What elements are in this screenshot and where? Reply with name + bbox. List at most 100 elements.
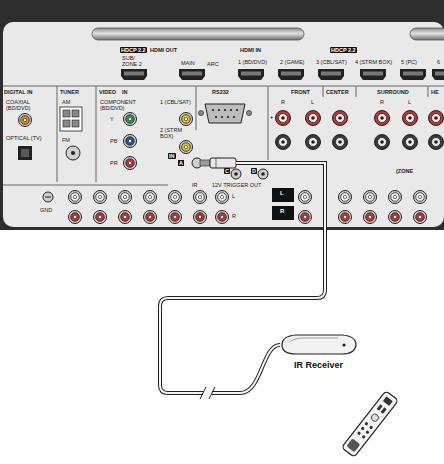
panel-tag: C xyxy=(224,168,230,174)
ir-receiver-shape xyxy=(280,330,358,358)
remote-control xyxy=(377,404,383,411)
panel-label: L xyxy=(232,193,235,199)
panel-label: ARC xyxy=(207,61,219,67)
pre-out-jacks xyxy=(364,191,377,204)
remote-control xyxy=(346,438,360,452)
audio-in-jacks xyxy=(169,191,182,204)
tuner-terminals xyxy=(71,151,75,155)
ir-plug xyxy=(200,158,236,168)
speaker-terminals xyxy=(403,135,418,150)
ir-receiver-shape xyxy=(290,338,338,342)
tuner-terminals xyxy=(63,110,70,117)
tuner-terminals xyxy=(72,120,79,127)
panel-label: L xyxy=(408,99,411,105)
panel-body xyxy=(410,28,444,40)
pre-out-jacks xyxy=(299,191,312,204)
pre-out-jacks xyxy=(339,211,352,224)
speaker-terminals xyxy=(306,135,321,150)
audio-in-jacks xyxy=(119,191,132,204)
audio-in-jacks xyxy=(94,211,107,224)
video-jacks xyxy=(124,157,137,170)
panel-label: CENTER xyxy=(326,89,349,95)
device-label: IR Receiver xyxy=(294,360,343,370)
tuner-terminals xyxy=(66,146,80,160)
remote-control xyxy=(361,435,365,439)
tuner-terminals xyxy=(60,107,82,131)
cable-break-mark xyxy=(203,387,212,399)
hdmi-ports xyxy=(432,69,444,80)
panel-label: AM xyxy=(62,99,70,105)
panel-tag: HDCP 2.2 xyxy=(120,47,147,53)
pre-out-jacks xyxy=(414,191,427,204)
remote-control xyxy=(360,426,364,430)
panel-label: OPTICAL (TV) xyxy=(6,135,46,141)
cable-break-mark xyxy=(200,387,215,399)
hdmi-ports xyxy=(360,69,386,80)
hdmi-ports xyxy=(400,69,426,80)
pre-out-jacks xyxy=(414,211,427,224)
remote-control xyxy=(342,391,399,458)
panel-body xyxy=(0,0,444,230)
ir-and-trigger-jacks xyxy=(231,169,241,179)
panel-label: COAXIAL (BD/DVD) xyxy=(6,99,44,111)
panel-label: 1 (BD/DVD) xyxy=(238,59,267,65)
audio-in-jacks xyxy=(216,191,229,204)
speaker-terminals xyxy=(276,135,291,150)
pre-out-jacks xyxy=(389,211,402,224)
hdmi-ports xyxy=(238,69,264,80)
rs232-port xyxy=(215,116,217,118)
pre-out-jacks xyxy=(364,211,377,224)
panel-label: COMPONENT (BD/DVD) xyxy=(100,99,142,111)
section-frames xyxy=(96,86,97,182)
video-jacks xyxy=(180,141,193,154)
audio-in-jacks xyxy=(43,192,53,202)
panel-label: PB xyxy=(110,138,117,144)
speaker-terminals xyxy=(403,111,418,126)
rs232-port xyxy=(227,116,229,118)
panel-label: + xyxy=(270,114,273,120)
section-frames xyxy=(3,185,168,186)
rs232-port xyxy=(205,104,245,123)
section-frames xyxy=(428,86,429,97)
hdmi-ports xyxy=(179,69,205,80)
panel-label: L xyxy=(311,99,314,105)
rs232-port xyxy=(212,109,238,118)
rs232-port xyxy=(233,116,235,118)
ir-cable xyxy=(160,163,325,393)
audio-in-jacks xyxy=(194,211,207,224)
panel-label: 12V TRIGGER OUT xyxy=(212,182,261,188)
remote-control xyxy=(365,430,369,434)
rs232-port xyxy=(224,109,226,111)
video-jacks xyxy=(180,113,193,126)
speaker-terminals xyxy=(333,111,348,126)
hdmi-ports xyxy=(121,69,147,80)
section-frames xyxy=(196,86,197,130)
panel-label: R xyxy=(281,99,285,105)
section-frames xyxy=(3,86,444,185)
speaker-terminals xyxy=(375,111,390,126)
panel-label: DIGITAL IN xyxy=(4,89,33,95)
panel-label: RS232 xyxy=(212,89,229,95)
rs232-port xyxy=(221,116,223,118)
panel-label: L xyxy=(280,190,284,197)
ir-cable xyxy=(160,163,325,393)
ir-receiver-shape xyxy=(282,335,356,354)
panel-label: Y xyxy=(110,116,114,122)
panel-tag: D xyxy=(251,168,257,174)
video-jacks xyxy=(124,135,137,148)
audio-in-jacks xyxy=(216,211,229,224)
speaker-terminals xyxy=(333,135,348,150)
audio-in-jacks xyxy=(144,191,157,204)
ir-cable xyxy=(160,163,325,393)
panel-label: 2 (STRM BOX) xyxy=(160,127,194,139)
panel-label: 4 (STRM BOX) xyxy=(355,59,392,65)
panel-label: 3 (CBL/SAT) xyxy=(316,59,347,65)
speaker-terminals xyxy=(306,111,321,126)
panel-label: 1 (CBL/SAT) xyxy=(160,99,194,105)
video-jacks xyxy=(124,113,137,126)
audio-in-jacks xyxy=(69,191,82,204)
rs232-port xyxy=(236,109,238,111)
section-frames xyxy=(356,86,357,97)
